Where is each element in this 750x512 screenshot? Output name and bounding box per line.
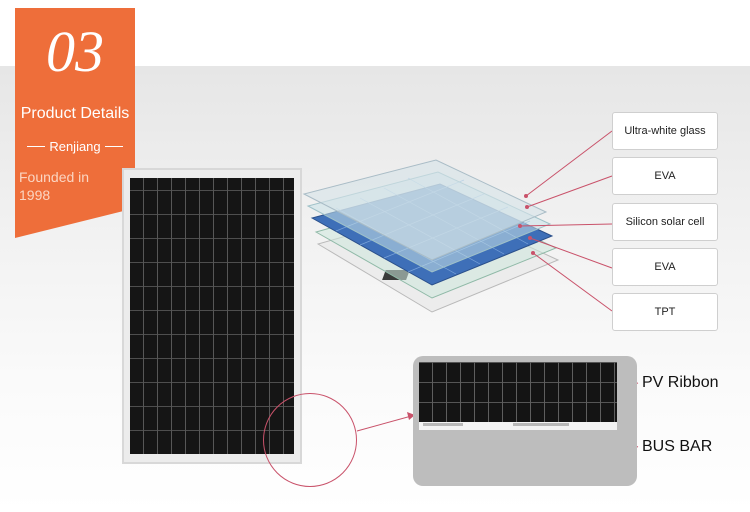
solar-panel-image — [122, 168, 302, 464]
layer-label-eva-upper: EVA — [612, 157, 718, 195]
section-title: Product Details — [20, 105, 130, 122]
section-badge: 03 Product Details Renjiang Founded in 1… — [15, 8, 135, 238]
solar-panel-cells — [130, 178, 294, 454]
layer-glass — [302, 159, 548, 261]
divider-left — [27, 145, 46, 147]
company-name-row: Renjiang — [15, 136, 135, 156]
layer-label-eva-lower: EVA — [612, 248, 718, 286]
zoom-arrowhead — [407, 412, 415, 420]
section-number: 03 — [46, 19, 104, 84]
callout-pv-ribbon: PV Ribbon — [642, 374, 719, 391]
layer-label-tpt: TPT — [612, 293, 718, 331]
zoom-detail-box — [413, 356, 637, 486]
layer-label-silicon: Silicon solar cell — [612, 203, 718, 241]
divider-right — [104, 145, 123, 147]
callout-bus-bar: BUS BAR — [642, 438, 713, 455]
bus-bar-segment — [423, 423, 463, 426]
company-name: Renjiang — [49, 138, 101, 154]
layer-label-glass: Ultra-white glass — [612, 112, 718, 150]
zoom-cells — [419, 362, 617, 422]
zoom-frame-strip — [419, 422, 617, 430]
zoom-area-circle — [263, 393, 357, 487]
founded-text: Founded in 1998 — [19, 169, 90, 203]
bus-bar-segment — [513, 423, 569, 426]
